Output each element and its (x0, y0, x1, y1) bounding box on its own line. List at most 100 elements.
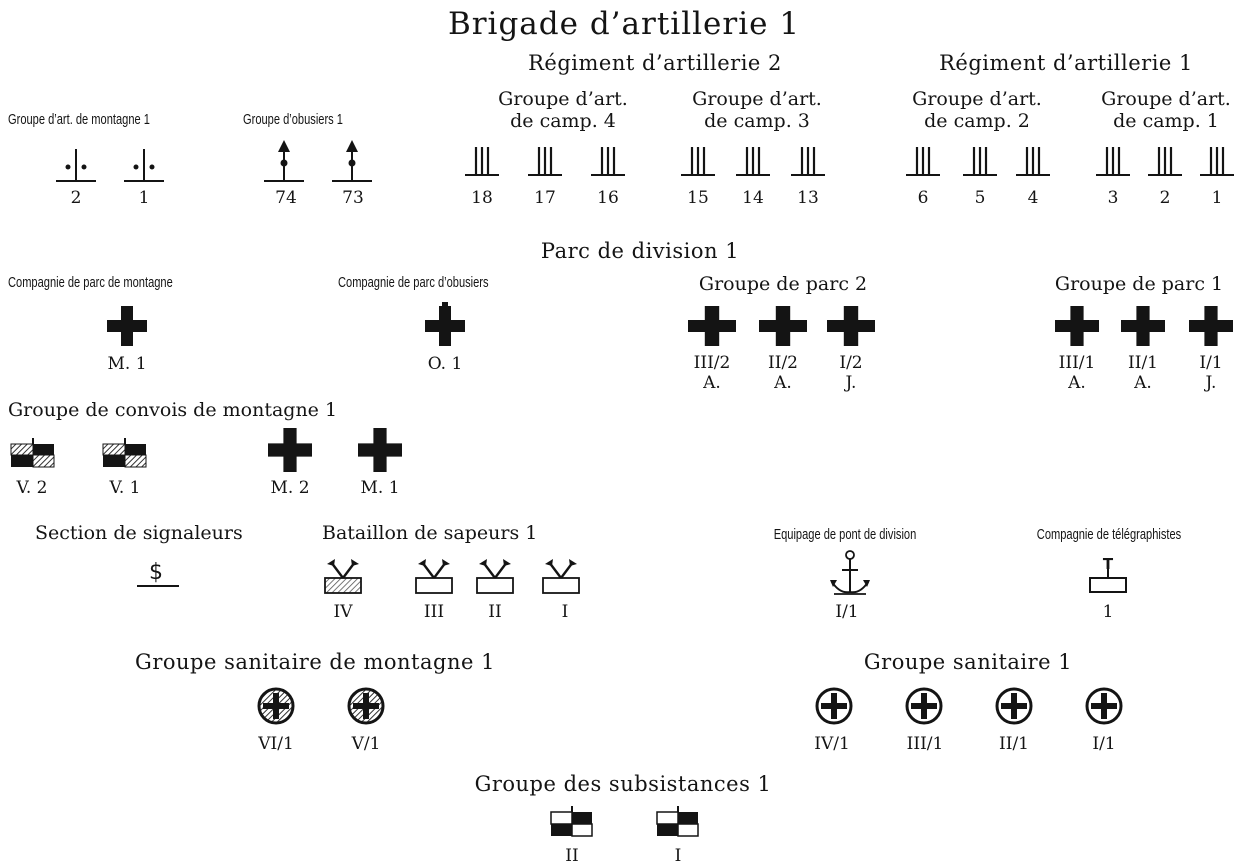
field-battery-symbol (791, 145, 825, 179)
group-camp-2-title: Groupe d’art. de camp. 2 (912, 88, 1042, 132)
sapper-symbol (541, 556, 583, 596)
field-battery-symbol (1096, 145, 1130, 179)
field-battery-symbol (963, 145, 997, 179)
convoy-label: M. 2 (270, 478, 310, 498)
telegraph-label: 1 (1102, 602, 1114, 622)
battery-number: 15 (687, 188, 709, 208)
park-cross-symbol (1055, 306, 1099, 346)
park-company-label: O. 1 (427, 354, 463, 374)
park-cross-symbol (1121, 306, 1165, 346)
field-battery-symbol (906, 145, 940, 179)
sanitary-circle-cross-icon (1084, 686, 1124, 726)
battery-number: 17 (534, 188, 556, 208)
howitzer-battery-symbol (332, 138, 372, 184)
park-unit-label: II/2 (768, 353, 798, 373)
signallers-title: Section de signaleurs (35, 522, 243, 544)
regiment-1-title: Régiment d’artillerie 1 (939, 51, 1193, 75)
battery-number: 73 (342, 188, 364, 208)
field-battery-symbol (591, 145, 625, 179)
regiment-2-title: Régiment d’artillerie 2 (528, 51, 782, 75)
field-battery-symbol (681, 145, 715, 179)
subsistence-label: I (674, 846, 682, 866)
park-cross-symbol (759, 306, 807, 346)
sanitary-label: V/1 (351, 734, 381, 754)
sanitary-label: III/1 (906, 734, 944, 754)
convoy-cross-symbol (268, 428, 312, 472)
park-group-1-title: Groupe de parc 1 (1054, 273, 1224, 295)
sanitary-circle-cross-icon (256, 686, 296, 726)
sapper-label: I (561, 602, 569, 622)
field-battery-symbol (1200, 145, 1234, 179)
howitzer-group-title: Groupe d’obusiers 1 (243, 111, 343, 128)
battery-number: 6 (917, 188, 929, 208)
battery-number: 16 (597, 188, 619, 208)
battery-number: 2 (70, 188, 82, 208)
park-company-label: M. 1 (107, 354, 147, 374)
sanitary-label: VI/1 (258, 734, 294, 754)
battery-number: 18 (471, 188, 493, 208)
field-battery-symbol (1148, 145, 1182, 179)
telegraph-glyph: T (1102, 555, 1114, 573)
bridge-train-title: Equipage de pont de division (773, 526, 917, 543)
subsistence-flag-symbol (656, 806, 700, 840)
battery-number: 1 (138, 188, 150, 208)
convoy-group-title: Groupe de convois de montagne 1 (8, 399, 338, 421)
telegraph-symbol (1089, 558, 1129, 596)
mountain-battery-symbol (124, 145, 164, 185)
howitzer-battery-symbol (264, 138, 304, 184)
group-camp-4-title: Groupe d’art. de camp. 4 (498, 88, 628, 132)
park-unit-sublabel: A. (1134, 373, 1152, 393)
subsistence-label: II (565, 846, 579, 866)
battery-number: 4 (1027, 188, 1039, 208)
sanitary-circle-cross-icon (904, 686, 944, 726)
sanitary-group-title: Groupe sanitaire 1 (863, 650, 1073, 674)
park-unit-sublabel: A. (703, 373, 721, 393)
anchor-icon (828, 550, 872, 598)
park-unit-label: III/1 (1058, 353, 1096, 373)
sanitary-mountain-title: Groupe sanitaire de montagne 1 (135, 650, 495, 674)
park-cross-symbol (827, 306, 875, 346)
park-unit-label: I/2 (839, 353, 863, 373)
field-battery-symbol (528, 145, 562, 179)
convoy-flag-symbol (10, 438, 56, 470)
battery-number: 74 (275, 188, 297, 208)
signallers-baseline (137, 584, 179, 588)
sapper-label: III (423, 602, 445, 622)
sanitary-label: II/1 (999, 734, 1029, 754)
convoy-flag-symbol (102, 438, 148, 470)
field-battery-symbol (1016, 145, 1050, 179)
group-camp-3-title: Groupe d’art. de camp. 3 (692, 88, 822, 132)
sanitary-label: I/1 (1092, 734, 1116, 754)
convoy-label: V. 2 (16, 478, 48, 498)
battery-number: 5 (974, 188, 986, 208)
park-unit-label: III/2 (693, 353, 731, 373)
park-cross-symbol (688, 306, 736, 346)
convoy-cross-symbol (358, 428, 402, 472)
bridge-label: I/1 (835, 602, 859, 622)
park-cross-symbol (107, 306, 147, 346)
sapper-label: IV (333, 602, 353, 622)
subsistence-group-title: Groupe des subsistances 1 (474, 772, 772, 796)
park-group-2-title: Groupe de parc 2 (698, 273, 868, 295)
field-battery-symbol (736, 145, 770, 179)
mountain-art-group-title: Groupe d’art. de montagne 1 (8, 111, 150, 128)
battery-number: 3 (1107, 188, 1119, 208)
battery-number: 2 (1159, 188, 1171, 208)
park-unit-sublabel: J. (845, 373, 857, 393)
sapper-symbol (323, 556, 365, 596)
division-park-title: Parc de division 1 (540, 239, 740, 263)
park-unit-label: II/1 (1128, 353, 1158, 373)
battery-number: 1 (1211, 188, 1223, 208)
sapper-symbol (475, 556, 517, 596)
telegraph-company-title: Compagnie de télégraphistes (1036, 526, 1182, 543)
park-cross-symbol (425, 302, 465, 346)
park-cross-symbol (1189, 306, 1233, 346)
park-unit-sublabel: A. (774, 373, 792, 393)
signal-glyph: $ (149, 560, 163, 585)
park-unit-label: I/1 (1199, 353, 1223, 373)
convoy-label: V. 1 (109, 478, 141, 498)
sappers-title: Bataillon de sapeurs 1 (322, 522, 538, 544)
sanitary-circle-cross-icon (814, 686, 854, 726)
battery-number: 13 (797, 188, 819, 208)
